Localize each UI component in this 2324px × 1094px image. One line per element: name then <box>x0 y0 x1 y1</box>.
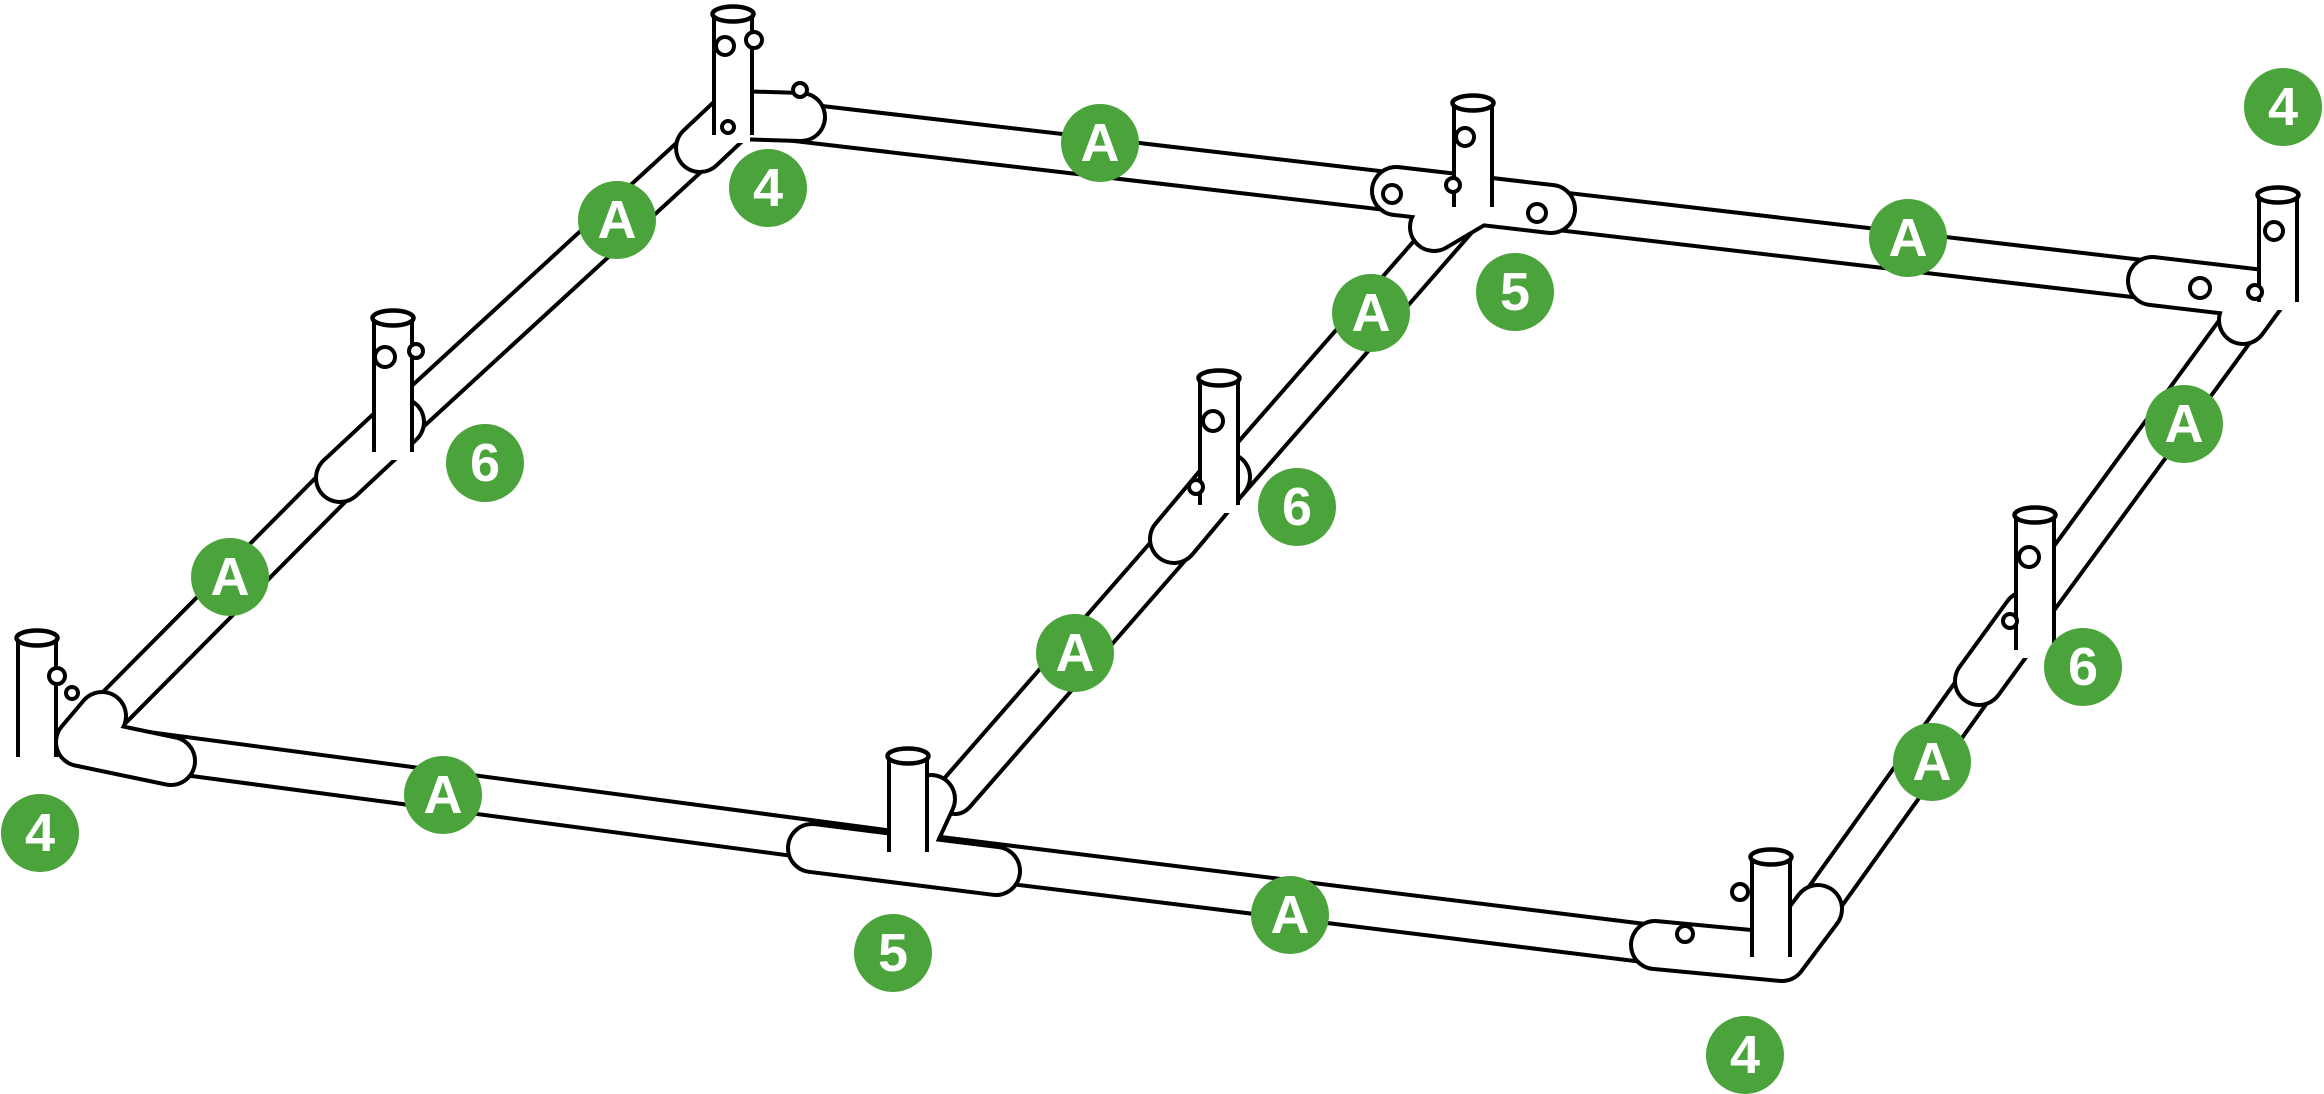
badge-A-back-rail-right-tube: A <box>1869 199 1947 277</box>
badge-4-front-left-corner-fitting: 4 <box>1 794 79 872</box>
badge-6-right-rail-coupler-fitting: 6 <box>2044 628 2122 706</box>
badge-A-right-rail-upper-tube: A <box>2145 385 2223 463</box>
badge-6-center-rail-coupler-fitting: 6 <box>1258 468 1336 546</box>
badge-A-center-rail-upper-tube: A <box>1332 274 1410 352</box>
badge-4-back-left-corner-fitting: 4 <box>729 149 807 227</box>
fitting-holes <box>47 30 2285 944</box>
badge-6-left-rail-coupler-fitting: 6 <box>446 424 524 502</box>
socket-openings <box>14 4 2301 867</box>
badge-A-back-rail-left-tube: A <box>1061 104 1139 182</box>
badge-A-right-rail-lower-tube: A <box>1893 723 1971 801</box>
badge-5-front-tee-fitting: 5 <box>854 914 932 992</box>
badge-4-back-right-corner-fitting: 4 <box>2244 68 2322 146</box>
badge-A-left-rail-upper-tube: A <box>578 181 656 259</box>
badge-4-front-right-corner-fitting: 4 <box>1706 1016 1784 1094</box>
badge-A-center-rail-lower-tube: A <box>1036 614 1114 692</box>
sockets-core <box>20 14 2295 965</box>
badge-A-front-rail-right-tube: A <box>1251 876 1329 954</box>
badge-A-front-rail-left-tube: A <box>404 756 482 834</box>
badge-5-back-tee-fitting: 5 <box>1476 253 1554 331</box>
badge-A-left-rail-lower-tube: A <box>191 538 269 616</box>
